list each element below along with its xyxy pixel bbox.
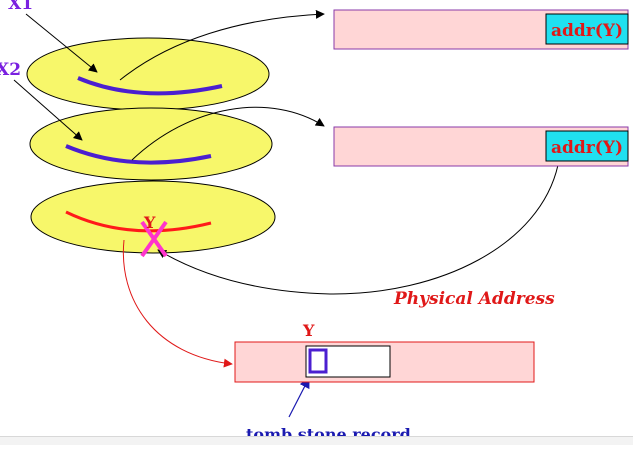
track-y [65, 210, 212, 233]
tombstone-pointer-arrow [288, 377, 310, 418]
platter-bottom [30, 180, 276, 254]
label-y-above-record: Y [302, 321, 315, 340]
record-1-addr-label: addr(Y) [551, 21, 623, 41]
label-physical-address: Physical Address [393, 289, 555, 309]
y-to-tombstone-arrow [122, 239, 233, 368]
label-x2: X2 [0, 60, 21, 80]
x2-pointer-arrow [13, 79, 83, 141]
label-y-on-disk: Y [143, 213, 156, 232]
record-1-addr-field [545, 13, 629, 45]
label-x1: X1 [8, 0, 33, 14]
record-2-addr-label: addr(Y) [551, 138, 623, 158]
cross-mark-icon [140, 220, 168, 258]
record-2-addr-field [545, 130, 629, 162]
x1-pointer-arrow [25, 13, 98, 73]
x1-to-record-arrow [119, 9, 325, 81]
track-x2 [65, 144, 212, 165]
platter-top [26, 37, 270, 111]
physical-address-arrow [157, 164, 559, 295]
bottom-edge-strip [0, 436, 633, 445]
x2-to-record-arrow [131, 106, 325, 161]
track-x1 [77, 76, 223, 96]
tombstone-marker [308, 348, 328, 374]
